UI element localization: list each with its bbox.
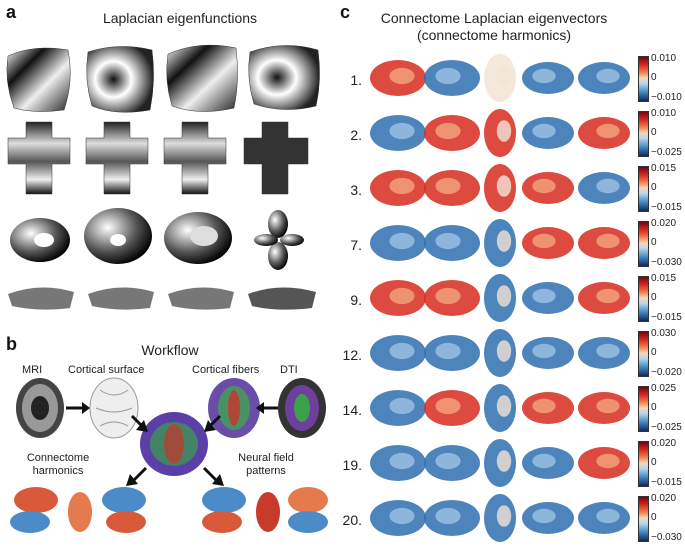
colorbar-tick-min: −0.010: [651, 92, 682, 103]
harmonic-row-brains: [370, 329, 630, 377]
colorbar-tick-max: 0.010: [651, 53, 677, 64]
harmonic-row-label: 9.: [350, 292, 362, 308]
colorbar: [638, 111, 649, 157]
panel-c-letter: c: [340, 2, 351, 22]
harmonic-row-brains: [370, 439, 630, 487]
colorbar-tick-min: −0.030: [651, 257, 682, 268]
harmonic-row-label: 3.: [350, 182, 362, 198]
harmonic-row-brains: [370, 164, 630, 212]
harmonic-row-label: 12.: [342, 347, 362, 363]
colorbar-tick-max: 0.020: [651, 493, 677, 504]
eigenfunction-crosses: [7, 121, 309, 195]
eigenfunction-point-clouds: [8, 287, 316, 310]
colorbar-tick-min: −0.025: [651, 422, 682, 433]
label-dti: DTI: [280, 364, 298, 376]
harmonic-row-brains: [370, 109, 630, 157]
colorbar-tick-max: 0.015: [651, 273, 677, 284]
colorbar-tick-mid: 0: [651, 72, 657, 83]
colorbar: [638, 331, 649, 377]
workflow-arrows: [66, 402, 278, 486]
neural-field-brains: [202, 487, 328, 533]
colorbar-tick-mid: 0: [651, 402, 657, 413]
colorbar-tick-max: 0.025: [651, 383, 677, 394]
colorbar-tick-min: −0.030: [651, 532, 682, 543]
label-cortical-fibers: Cortical fibers: [192, 364, 260, 376]
colorbar-tick-max: 0.020: [651, 218, 677, 229]
colorbar-tick-max: 0.020: [651, 438, 677, 449]
colorbar-tick-mid: 0: [651, 512, 657, 523]
colorbar: [638, 166, 649, 212]
workflow-diagram: [10, 377, 328, 533]
harmonics-brains: [10, 487, 146, 533]
harmonic-row-label: 20.: [342, 512, 362, 528]
colorbar-tick-min: −0.015: [651, 202, 682, 213]
colorbar: [638, 221, 649, 267]
panel-a-title: Laplacian eigenfunctions: [102, 10, 258, 26]
label-cortical-surface: Cortical surface: [68, 364, 145, 376]
colorbar: [638, 496, 649, 542]
colorbar: [638, 56, 649, 102]
panel-b-title: Workflow: [141, 342, 199, 358]
harmonic-row-brains: [370, 384, 630, 432]
label-connectome-harmonics: Connectome harmonics: [26, 452, 90, 477]
harmonic-row-label: 19.: [342, 457, 362, 473]
panel-c-title-1: Connectome Laplacian eigenvectors: [380, 10, 608, 26]
colorbar-tick-max: 0.015: [651, 163, 677, 174]
colorbar: [638, 386, 649, 432]
colorbar-tick-min: −0.025: [651, 147, 682, 158]
colorbar-tick-mid: 0: [651, 347, 657, 358]
harmonic-row-label: 1.: [350, 72, 362, 88]
harmonic-row-brains: [370, 54, 630, 102]
harmonic-row-label: 2.: [350, 127, 362, 143]
eigenfunction-surfaces: [6, 44, 320, 113]
harmonic-row-label: 14.: [342, 402, 362, 418]
colorbar-tick-mid: 0: [651, 237, 657, 248]
eigenfunction-tori: [10, 208, 304, 270]
colorbar: [638, 276, 649, 322]
harmonic-row-label: 7.: [350, 237, 362, 253]
label-mri: MRI: [22, 364, 43, 376]
colorbar-tick-max: 0.030: [651, 328, 677, 339]
panel-c-title-2: (connectome harmonics): [416, 27, 572, 43]
harmonic-row-brains: [370, 274, 630, 322]
harmonic-row-brains: [370, 494, 630, 542]
colorbar-tick-mid: 0: [651, 182, 657, 193]
panel-b-letter: b: [6, 334, 17, 354]
panel-a-letter: a: [6, 2, 17, 22]
colorbar-tick-min: −0.015: [651, 477, 682, 488]
colorbar-tick-min: −0.015: [651, 312, 682, 323]
label-neural-field-patterns: Neural field patterns: [238, 452, 294, 477]
colorbar-tick-mid: 0: [651, 457, 657, 468]
colorbar: [638, 441, 649, 487]
colorbar-tick-max: 0.010: [651, 108, 677, 119]
colorbar-tick-mid: 0: [651, 292, 657, 303]
harmonic-row-brains: [370, 219, 630, 267]
colorbar-tick-mid: 0: [651, 127, 657, 138]
colorbar-tick-min: −0.020: [651, 367, 682, 378]
